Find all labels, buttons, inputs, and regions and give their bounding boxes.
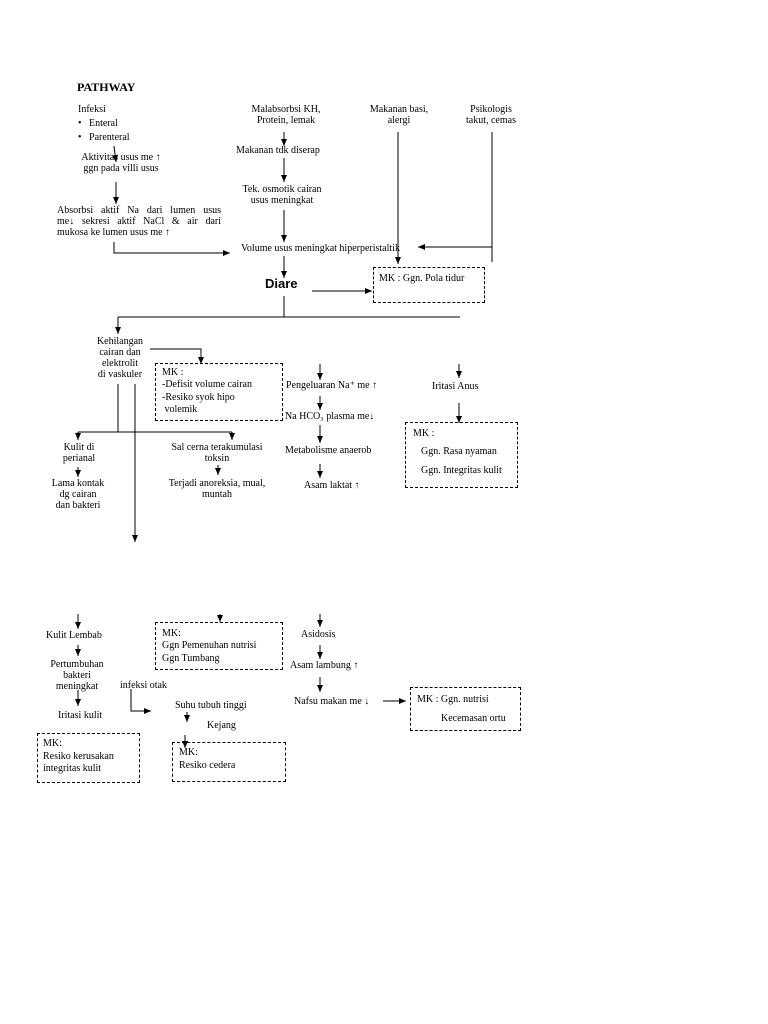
node-suhu-tubuh: Suhu tubuh tinggi — [175, 700, 247, 711]
node-iritasi-kulit: Iritasi kulit — [58, 710, 103, 721]
node-asam-lambung: Asam lambung ↑ — [290, 660, 359, 671]
node-aktivitas-usus: Aktivitas usus me ↑ggn pada villi usus — [81, 152, 161, 174]
node-absorbsi-aktif: Absorbsi aktif Na dari lumen usus me↓ se… — [57, 205, 221, 238]
node-na-hco3: Na HCO₃ plasma me↓ — [285, 411, 375, 422]
node-pengeluaran-na: Pengeluaran Na⁺ me ↑ — [286, 380, 378, 391]
node-nafsu-makan: Nafsu makan me ↓ — [294, 696, 370, 707]
node-makanan-tdk-diserap: Makanan tdk diserap — [236, 145, 320, 156]
mk-box-nutrisi-ortu: MK : Ggn. nutrisi Kecemasan ortu — [410, 687, 521, 731]
mk-box-rasa-nyaman: MK : Ggn. Rasa nyaman Ggn. Integritas ku… — [405, 422, 518, 488]
node-kejang: Kejang — [207, 720, 236, 731]
node-iritasi-anus: Iritasi Anus — [432, 381, 479, 392]
mk-box-pola-tidur: MK : Ggn. Pola tidur — [373, 267, 485, 303]
node-kulit-lembab: Kulit Lembab — [46, 630, 102, 641]
node-malabsorbsi: Malabsorbsi KH,Protein, lemak — [251, 104, 321, 126]
mk-box-volume-cairan: MK : -Defisit volume cairan -Resiko syok… — [155, 363, 283, 421]
node-asam-laktat: Asam laktat ↑ — [304, 480, 360, 491]
mk-box-integritas-kulit: MK: Resiko kerusakan integritas kulit — [37, 733, 140, 783]
mk-box-nutrisi: MK: Ggn Pemenuhan nutrisi Ggn Tumbang — [155, 622, 283, 670]
infeksi-item-enteral: • Enteral — [78, 118, 118, 129]
node-infeksi-otak: infeksi otak — [120, 680, 167, 691]
node-volume-usus: Volume usus meningkat hiperperistaltik — [241, 243, 400, 254]
node-diare: Diare — [265, 276, 298, 291]
node-metabolisme-anaerob: Metabolisme anaerob — [285, 445, 372, 456]
infeksi-item-parenteral: • Parenteral — [78, 132, 130, 143]
node-asidosis: Asidosis — [301, 629, 336, 640]
mk-box-resiko-cedera: MK: Resiko cedera — [172, 742, 286, 782]
node-terjadi-anoreksia: Terjadi anoreksia, mual,muntah — [168, 478, 266, 500]
page-title: PATHWAY — [77, 80, 136, 94]
node-makanan-basi: Makanan basi,alergi — [369, 104, 429, 126]
infeksi-label: Infeksi — [78, 104, 106, 115]
